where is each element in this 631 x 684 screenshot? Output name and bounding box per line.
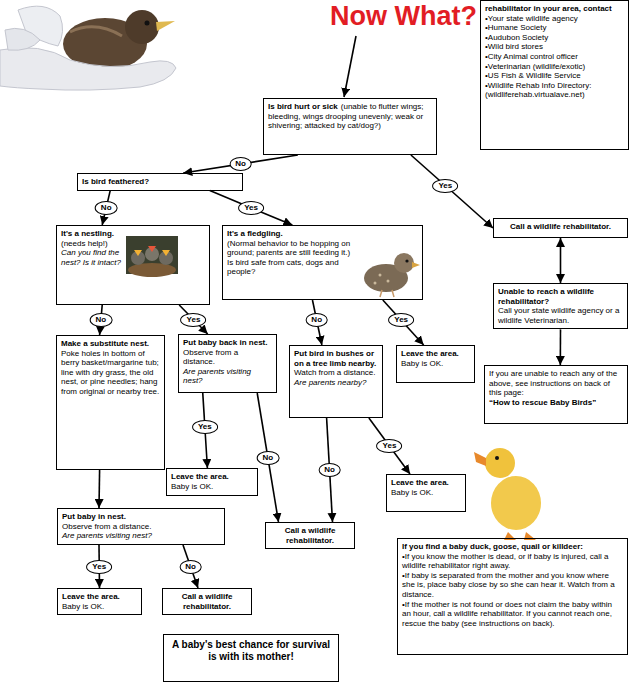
box-text: Watch from a distance. (294, 368, 378, 378)
title-arrow (344, 36, 356, 97)
box-heading: Leave the area. (171, 472, 253, 482)
box-text: Can you find the nest? Is it intact? (61, 248, 123, 267)
box-heading: Leave the area. (401, 349, 470, 359)
box-text: If you are unable to reach any of the ab… (489, 369, 623, 398)
outcome-box: Leave the area.Baby is OK. (57, 588, 142, 615)
box-heading: rehabilitator in your area, contact (485, 4, 624, 14)
edge-label: No (229, 157, 252, 171)
fledgling-photo (364, 253, 420, 297)
decision-box: Is bird feathered? (77, 173, 243, 191)
box-text: •Veterinarian (wildlife/exotic) (485, 62, 624, 72)
box-heading: Put baby in nest. (62, 512, 220, 522)
edge-label: Yes (388, 313, 414, 327)
action-box: Call a wildlife rehabilitator. (265, 522, 355, 549)
process-box: Unable to reach a wildlife rehabilitator… (493, 283, 628, 329)
decision-box: It's a nestling.(needs help!)Can you fin… (56, 225, 210, 305)
box-text: Baby is OK. (391, 488, 461, 498)
box-text: •If baby is separated from the mother an… (402, 571, 623, 600)
box-text: •If you know the mother is dead, or if b… (402, 552, 623, 571)
box-text: Poke holes in bottom of berry basket/mar… (61, 349, 160, 397)
connector-arrow (560, 238, 562, 283)
edge-label: Yes (432, 179, 458, 193)
box-text: •US Fish & Wildlife Service (485, 71, 624, 81)
edge-label: Yes (86, 560, 112, 574)
decision-box: Put bird in bushes or on a tree limb nea… (289, 345, 383, 418)
connector-arrow (257, 393, 278, 522)
box-heading: Is bird feathered? (82, 177, 238, 187)
box-text: Baby is OK. (401, 359, 470, 369)
outcome-box: Leave the area.Baby is OK. (386, 474, 466, 512)
box-text: •Your state wildlife agency (485, 14, 624, 24)
box-text: Is bird safe from cats, dogs and people? (227, 258, 359, 277)
duckling-picture (474, 448, 541, 540)
box-text: •Audubon Society (485, 33, 624, 43)
connector-arrow (98, 470, 100, 508)
box-heading: It's a fledgling. (227, 229, 359, 239)
decision-box: It's a fledgling.(Normal behavior to be … (222, 225, 423, 300)
box-text: Baby is OK. (62, 602, 137, 612)
box-text: Observe from a distance. (183, 348, 272, 367)
edge-label: No (318, 463, 341, 477)
box-text: Are parents visiting nest? (183, 367, 272, 386)
action-box: Call a wildlife rehabilitator. (493, 218, 628, 238)
box-heading: Leave the area. (391, 478, 461, 488)
box-text: Observe from a distance. (62, 522, 220, 532)
box-text: •City Animal control officer (485, 52, 624, 62)
box-heading: Call a wildlife rehabilitator. (167, 592, 247, 611)
box-heading: Put bird in bushes or on a tree limb nea… (294, 349, 378, 368)
box-text: •Wild bird stores (485, 42, 624, 52)
note-box: If you are unable to reach any of the ab… (484, 365, 628, 424)
box-heading: “How to rescue Baby Birds” (489, 398, 623, 408)
edge-label: No (90, 313, 113, 327)
nestling-photo (126, 236, 178, 277)
box-heading: A baby's best chance for survival is wit… (170, 639, 332, 663)
edge-label: No (95, 201, 118, 215)
slogan-box: A baby's best chance for survival is wit… (163, 634, 339, 682)
edge-label: Yes (238, 201, 264, 215)
box-heading: Call a wildlife rehabilitator. (498, 222, 623, 232)
box-text: Call your state wildlife agency or a wil… (498, 306, 623, 325)
connector-arrow (560, 329, 562, 365)
action-box: Call a wildlife rehabilitator. (162, 588, 252, 615)
box-heading: Unable to reach a wildlife rehabilitator… (498, 287, 623, 306)
box-text: •If the mother is not found or does not … (402, 600, 623, 629)
edge-label: Yes (181, 313, 207, 327)
box-heading: Call a wildlife rehabilitator. (270, 526, 350, 545)
decision-box: Put baby in nest.Observe from a distance… (57, 508, 225, 545)
box-heading: Make a substitute nest. (61, 339, 160, 349)
outcome-box: Leave the area.Baby is OK. (396, 345, 475, 383)
box-text: Are parents visiting nest? (62, 531, 220, 541)
box-heading: It's a nestling. (61, 229, 123, 239)
box-text: Are parents nearby? (294, 378, 378, 388)
process-box: Make a substitute nest.Poke holes in bot… (56, 335, 165, 470)
note-box: If you find a baby duck, goose, quail or… (397, 538, 628, 655)
box-heading: If you find a baby duck, goose, quail or… (402, 542, 623, 552)
box-text: •Humane Society (485, 23, 624, 33)
decision-box: Put baby back in nest.Observe from a dis… (178, 334, 277, 393)
connector-arrow (369, 418, 410, 474)
edge-label: Yes (377, 439, 403, 453)
decision-box: Is bird hurt or sick(unable to flutter w… (263, 98, 437, 155)
edge-label: No (257, 451, 280, 465)
connector-arrow (210, 191, 293, 225)
box-text: (needs help!) (61, 239, 123, 249)
connector-arrow (179, 305, 208, 334)
connector-arrow (411, 155, 493, 228)
box-text: Baby is OK. (171, 482, 253, 492)
page-title: Now What? (330, 0, 477, 32)
edge-label: Yes (192, 420, 218, 434)
edge-label: No (305, 313, 328, 327)
hand-photo (0, 6, 176, 90)
connector-arrow (183, 155, 298, 173)
box-heading: Is bird hurt or sick (268, 102, 338, 111)
edge-label: No (179, 560, 202, 574)
box-heading: Put baby back in nest. (183, 338, 272, 348)
connector-arrow (383, 300, 424, 345)
box-heading: Leave the area. (62, 592, 137, 602)
box-text: •Wildlife Rehab Info Directory: (wildlif… (485, 81, 624, 100)
box-text: (Normal behavior to be hopping on ground… (227, 239, 359, 258)
contact-list-box: rehabilitator in your area, contact•Your… (480, 0, 629, 150)
outcome-box: Leave the area.Baby is OK. (166, 468, 258, 496)
